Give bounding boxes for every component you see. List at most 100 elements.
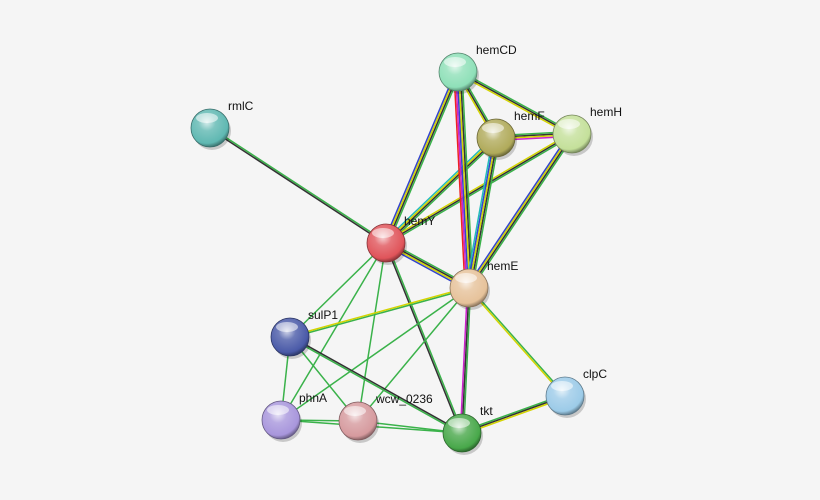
edge-strand <box>470 134 575 290</box>
edge-hemH-hemY <box>384 131 574 246</box>
edge-strand <box>462 288 472 434</box>
edge-hemCD-hemH <box>456 69 574 137</box>
edge-strand <box>290 288 470 339</box>
node-hemE[interactable]: hemE <box>449 259 518 310</box>
node-hemF[interactable]: hemF <box>476 109 545 160</box>
edge-strand <box>386 72 460 244</box>
edge-strand <box>461 287 470 434</box>
edge-strand <box>466 132 571 288</box>
edge-sulP1-tkt <box>289 335 463 435</box>
node-hemH[interactable]: hemH <box>552 105 622 156</box>
node-highlight <box>482 123 504 133</box>
node-label-hemY: hemY <box>404 214 435 228</box>
edge-strand <box>459 71 473 288</box>
edge-strand <box>384 243 462 434</box>
node-highlight <box>267 405 289 415</box>
edge-strand <box>383 70 457 243</box>
edge-strand <box>459 287 469 433</box>
node-label-phnA: phnA <box>299 391 327 405</box>
edge-strand <box>280 242 387 421</box>
edge-strand <box>384 131 572 243</box>
edge-strand <box>387 72 461 245</box>
edge-strand <box>209 128 386 245</box>
node-label-rmlC: rmlC <box>228 99 254 113</box>
node-highlight <box>444 57 466 67</box>
edge-rmlC-hemY <box>209 126 387 245</box>
edge-strand <box>461 71 474 288</box>
node-clpC[interactable]: clpC <box>545 367 607 418</box>
edge-strand <box>469 286 567 396</box>
edge-strand <box>357 287 470 422</box>
edge-strand <box>383 135 495 242</box>
edge-strand <box>456 72 469 289</box>
edge-strand <box>469 138 499 289</box>
edge-strand <box>458 71 471 288</box>
edge-strand <box>454 72 468 289</box>
node-highlight <box>455 273 477 283</box>
edge-strand <box>471 138 500 289</box>
edge-hemY-sulP1 <box>289 242 387 338</box>
edge-strand <box>386 134 574 246</box>
edge-strand <box>290 335 463 433</box>
edge-strand <box>289 337 462 435</box>
node-highlight <box>558 119 580 129</box>
edge-strand <box>289 242 387 338</box>
node-label-tkt: tkt <box>480 404 493 418</box>
node-label-hemH: hemH <box>590 105 622 119</box>
edge-strand <box>469 134 574 289</box>
edge-strand <box>210 126 387 243</box>
node-highlight <box>196 113 218 123</box>
edge-hemCD-hemE <box>453 71 474 289</box>
edge-hemE-clpC <box>467 286 567 398</box>
node-phnA[interactable]: phnA <box>261 391 327 442</box>
edge-hemF-hemY <box>383 135 499 246</box>
edge-strand <box>384 71 458 243</box>
edge-hemY-wcw_0236 <box>357 242 387 422</box>
edge-hemE-tkt <box>459 287 472 434</box>
edge-strand <box>458 69 574 134</box>
edge-hemH-hemE <box>466 132 575 290</box>
edge-strand <box>453 72 466 289</box>
node-layer: hemCD rmlC hemF hemH hemY hemE sulP1 clpC phnA wc… <box>190 43 622 455</box>
node-label-sulP1: sulP1 <box>308 308 338 322</box>
edge-strand <box>289 286 469 337</box>
edge-strand <box>357 242 387 422</box>
edge-strand <box>467 288 565 398</box>
edge-hemY-tkt <box>384 242 464 434</box>
node-hemY[interactable]: hemY <box>366 214 435 265</box>
edge-strand <box>384 136 496 243</box>
node-label-wcw_0236: wcw_0236 <box>375 392 433 406</box>
node-highlight <box>372 228 394 238</box>
node-highlight <box>551 381 573 391</box>
node-highlight <box>276 322 298 332</box>
edge-strand <box>385 133 573 244</box>
node-highlight <box>344 406 366 416</box>
edge-strand <box>386 138 498 245</box>
node-rmlC[interactable]: rmlC <box>190 99 254 150</box>
edge-strand <box>468 137 497 289</box>
node-label-hemCD: hemCD <box>476 43 517 57</box>
node-highlight <box>448 418 470 428</box>
node-label-clpC: clpC <box>583 367 607 381</box>
node-hemCD[interactable]: hemCD <box>438 43 517 94</box>
node-sulP1[interactable]: sulP1 <box>270 308 338 359</box>
node-label-hemE: hemE <box>487 259 518 273</box>
edge-hemE-wcw_0236 <box>357 287 470 422</box>
edge-strand <box>456 72 572 137</box>
edge-hemF-hemE <box>465 137 500 289</box>
edge-strand <box>466 137 496 288</box>
node-wcw_0236[interactable]: wcw_0236 <box>338 392 433 443</box>
edge-hemE-phnA <box>280 287 470 421</box>
node-label-hemF: hemF <box>514 109 545 123</box>
edge-hemY-phnA <box>280 242 387 421</box>
edge-strand <box>467 133 572 288</box>
node-tkt[interactable]: tkt <box>442 404 493 455</box>
edge-strand <box>457 71 573 135</box>
edge-strand <box>465 137 494 288</box>
edge-hemE-sulP1 <box>289 286 470 339</box>
edge-strand <box>387 139 499 246</box>
edge-strand <box>386 242 464 433</box>
edge-strand <box>280 287 470 421</box>
edge-hemCD-hemY <box>383 70 461 245</box>
